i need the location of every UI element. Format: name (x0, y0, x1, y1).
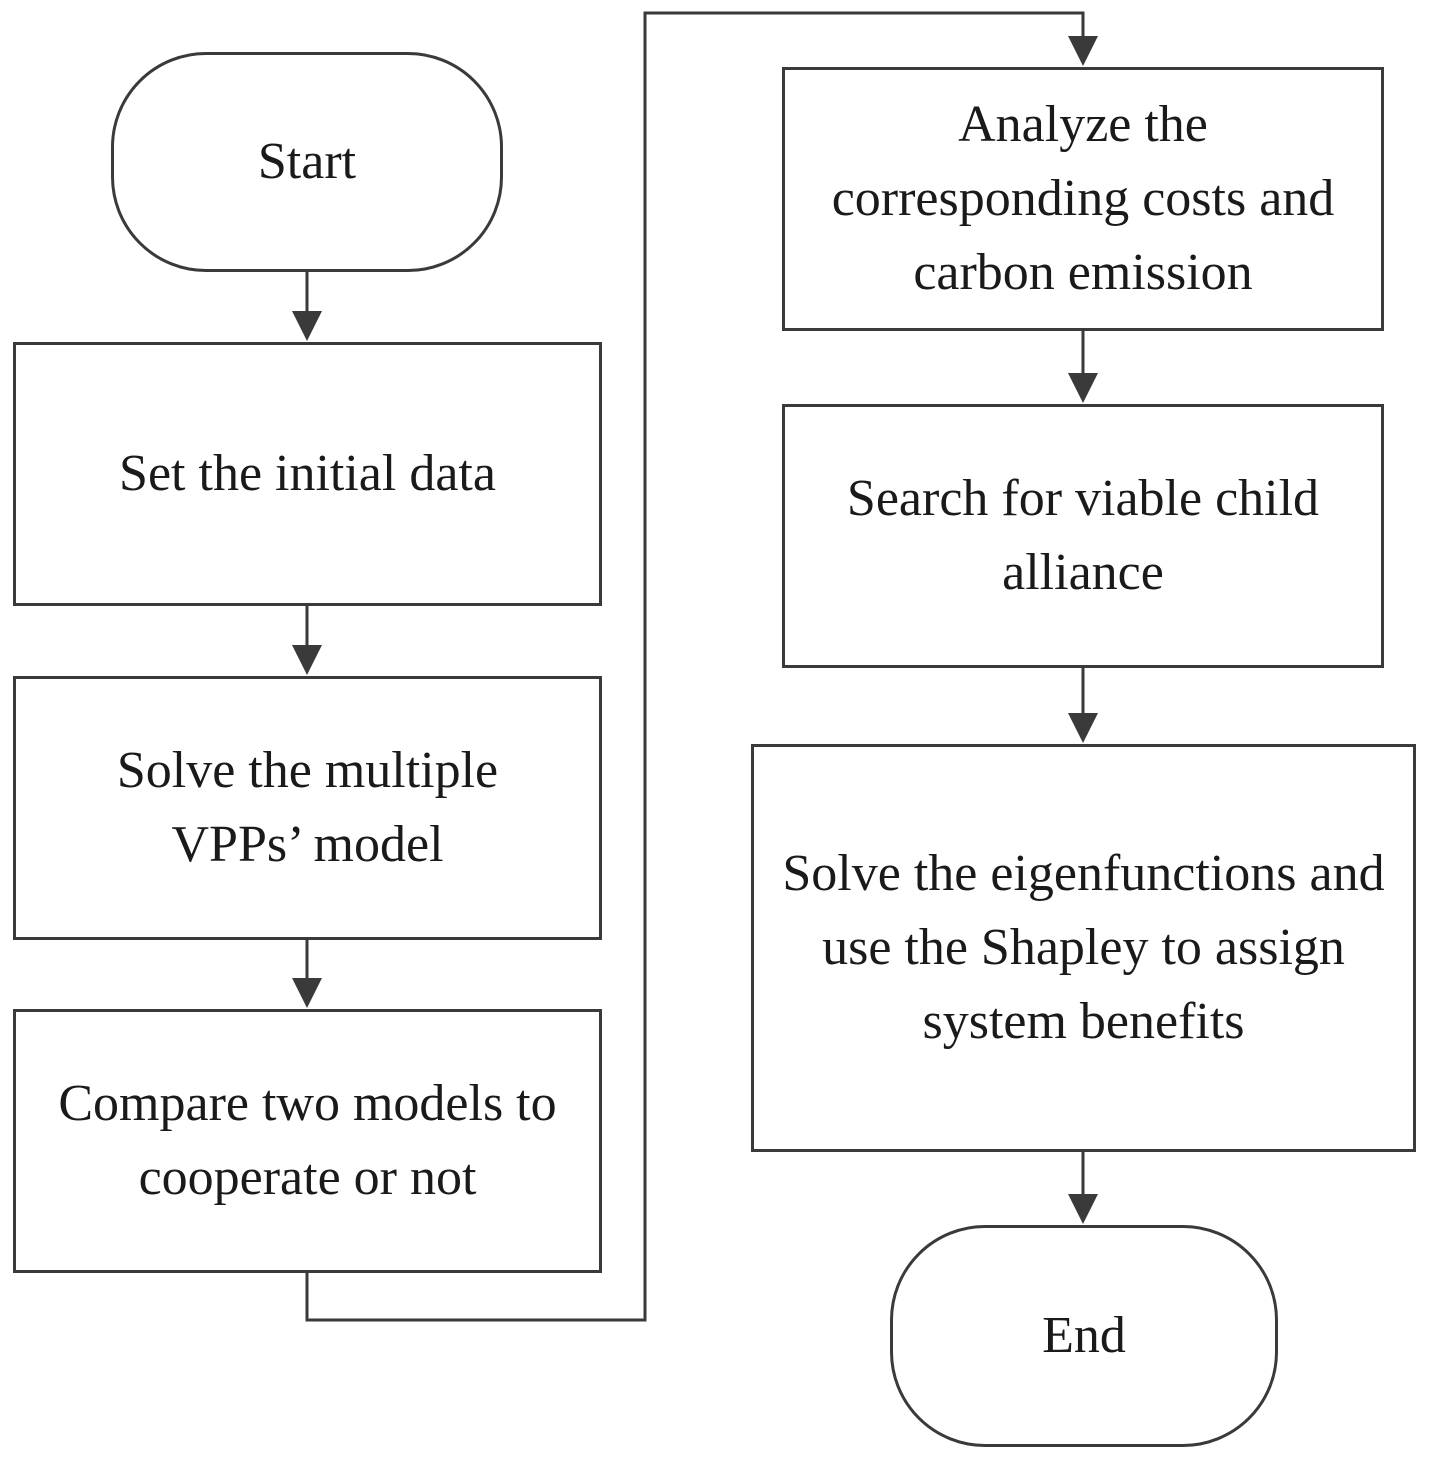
process-set-initial-data: Set the initial data (13, 342, 602, 606)
set-initial-data-label: Set the initial data (119, 445, 496, 502)
process-search-alliance: Search for viable child alliance (782, 404, 1384, 668)
start-label: Start (257, 133, 357, 190)
compare-models-label: Compare two models to cooperate or not (58, 1075, 557, 1206)
process-compare-models: Compare two models to cooperate or not (13, 1009, 602, 1273)
end-label: End (1042, 1307, 1126, 1364)
solve-vpp-model-label: Solve the multiple VPPs’ model (116, 742, 499, 873)
analyze-costs-label: Analyze the corresponding costs and carb… (831, 96, 1335, 301)
search-alliance-label: Search for viable child alliance (846, 470, 1320, 601)
start-terminal: Start (111, 52, 503, 272)
process-shapley-assignment: Solve the eigenfunctions and use the Sha… (751, 744, 1416, 1152)
process-solve-vpp-model: Solve the multiple VPPs’ model (13, 676, 602, 940)
end-terminal: End (890, 1225, 1278, 1447)
shapley-assignment-label: Solve the eigenfunctions and use the Sha… (782, 845, 1385, 1050)
arrow-compare-to-analyze (305, 11, 1098, 1322)
process-analyze-costs: Analyze the corresponding costs and carb… (782, 67, 1384, 331)
